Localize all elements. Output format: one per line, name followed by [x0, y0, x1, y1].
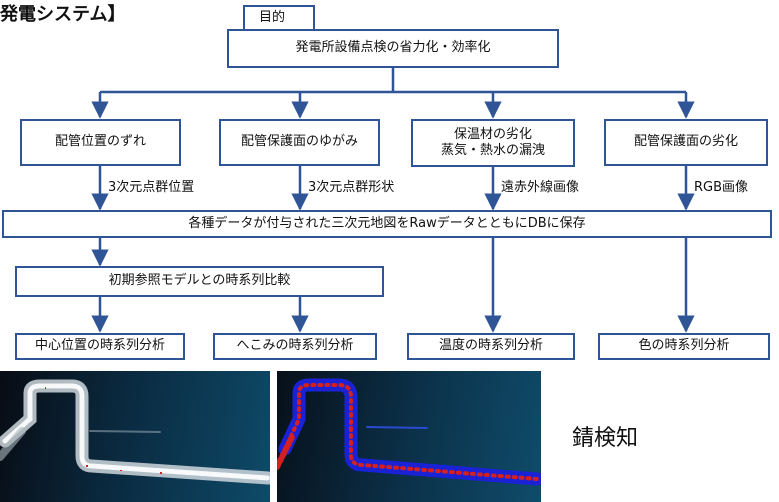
white-pipe-point-cloud — [0, 379, 270, 485]
rust-detection-label: 錆検知 — [572, 426, 639, 451]
point-cloud-image — [0, 371, 270, 502]
analysis-box-1: 中心位置の時系列分析 — [15, 333, 185, 360]
data-type-label-1: 3次元点群位置 — [108, 180, 195, 195]
goal-box: 発電所設備点検の省力化・効率化 — [227, 29, 559, 68]
goal-text: 発電所設備点検の省力化・効率化 — [295, 40, 491, 56]
inspection-item-label: 配管位置のずれ — [54, 134, 146, 150]
inspection-item-label: 配管保護面の劣化 — [633, 134, 738, 150]
data-type-label-4: RGB画像 — [694, 180, 749, 195]
goal-label: 目的 — [259, 9, 286, 25]
analysis-label: 温度の時系列分析 — [438, 338, 543, 354]
blue-pipe-point-cloud — [277, 378, 541, 486]
inspection-item-3: 保温材の劣化 蒸気・熱水の漏洩 — [411, 119, 575, 167]
inspection-item-label-line2: 蒸気・熱水の漏洩 — [440, 143, 545, 158]
analysis-label: 中心位置の時系列分析 — [34, 338, 165, 354]
analysis-box-3: 温度の時系列分析 — [407, 333, 575, 360]
data-type-label-3: 遠赤外線画像 — [501, 180, 580, 195]
inspection-item-label: 配管保護面のゆがみ — [240, 134, 358, 150]
comparison-box: 初期参照モデルとの時系列比較 — [15, 266, 384, 297]
analysis-label: へこみの時系列分析 — [236, 338, 354, 354]
page-title: 発電システム】 — [0, 4, 126, 25]
comparison-text: 初期参照モデルとの時系列比較 — [108, 273, 291, 289]
database-box: 各種データが付与された三次元地図をRawデータとともにDBに保存 — [2, 210, 772, 238]
rust-detection-image — [277, 371, 541, 502]
inspection-item-4: 配管保護面の劣化 — [604, 119, 768, 166]
analysis-box-4: 色の時系列分析 — [598, 333, 770, 360]
inspection-item-2: 配管保護面のゆがみ — [219, 119, 380, 166]
data-type-label-2: 3次元点群形状 — [308, 180, 395, 195]
inspection-item-label: 保温材の劣化 — [453, 126, 532, 142]
analysis-label: 色の時系列分析 — [638, 338, 730, 354]
analysis-box-2: へこみの時系列分析 — [213, 333, 377, 360]
inspection-item-1: 配管位置のずれ — [20, 119, 181, 166]
database-text: 各種データが付与された三次元地図をRawデータとともにDBに保存 — [188, 215, 586, 231]
goal-label-box: 目的 — [243, 5, 315, 31]
